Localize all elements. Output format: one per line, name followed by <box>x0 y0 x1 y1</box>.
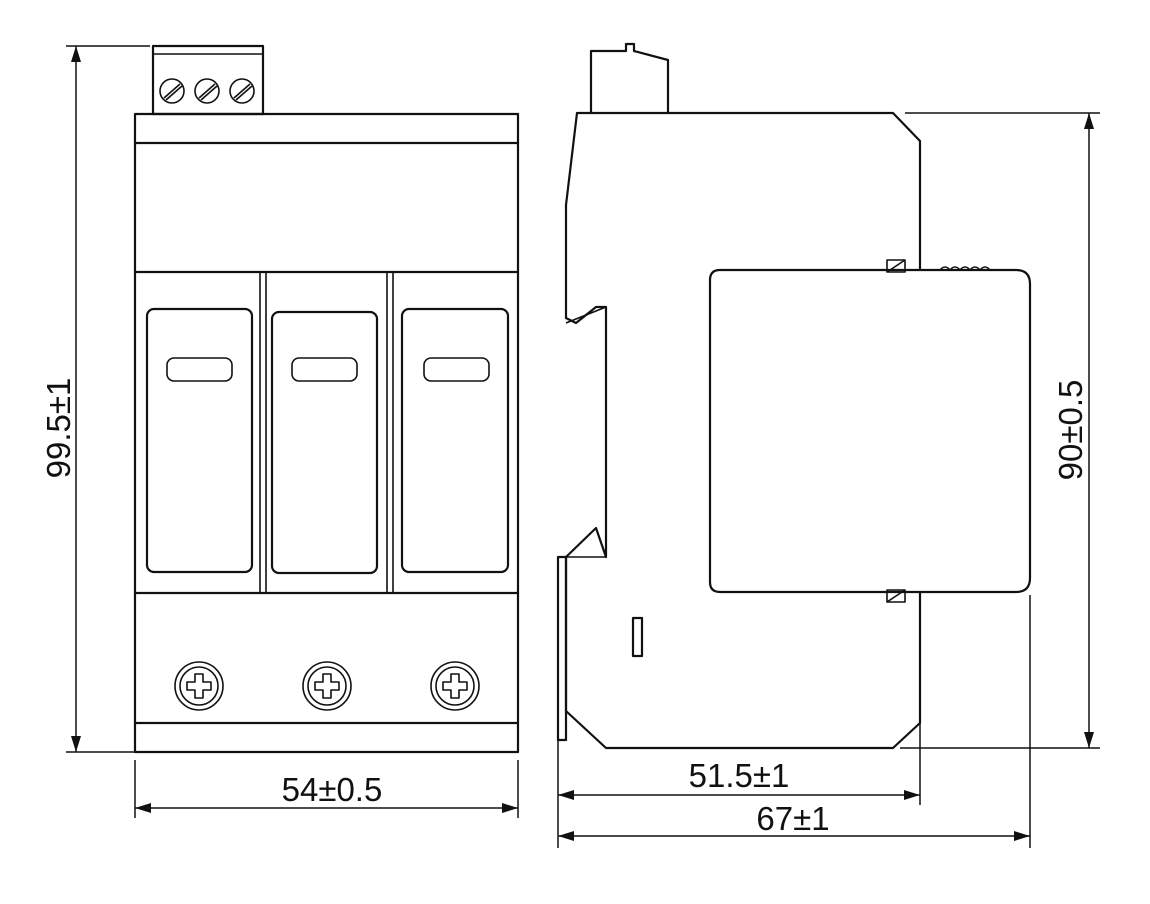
side-rail-depth-label: 51.5±1 <box>689 757 790 794</box>
module-window <box>145 307 254 574</box>
bottom-screw-icon <box>174 661 224 711</box>
side-slot <box>631 616 644 658</box>
module-window <box>270 310 379 575</box>
terminal-screw-icon <box>194 78 220 104</box>
din-clip <box>556 555 568 742</box>
side-height-dimension: 90±0.5 <box>900 112 1100 749</box>
side-total-depth-dimension: 67±1 <box>558 595 1031 848</box>
terminal-screw-icon <box>229 78 255 104</box>
side-rail-depth-dimension: 51.5±1 <box>557 723 921 848</box>
side-terminal <box>589 42 670 114</box>
bottom-screw-icon <box>302 661 352 711</box>
side-view <box>556 42 1032 750</box>
module-window <box>400 307 510 574</box>
side-height-label: 90±0.5 <box>1052 380 1089 481</box>
side-total-depth-label: 67±1 <box>756 800 829 837</box>
front-height-label: 99.5±1 <box>40 378 77 479</box>
front-height-dimension: 99.5±1 <box>40 45 150 753</box>
side-body-outline <box>564 111 922 750</box>
front-view <box>133 44 520 754</box>
bottom-screw-icon <box>430 661 480 711</box>
front-width-dimension: 54±0.5 <box>134 760 519 818</box>
terminal-screw-icon <box>159 78 185 104</box>
front-body-outline <box>133 112 520 754</box>
side-module-block <box>708 259 1032 603</box>
front-width-label: 54±0.5 <box>282 771 383 808</box>
top-terminal-block <box>151 44 265 116</box>
